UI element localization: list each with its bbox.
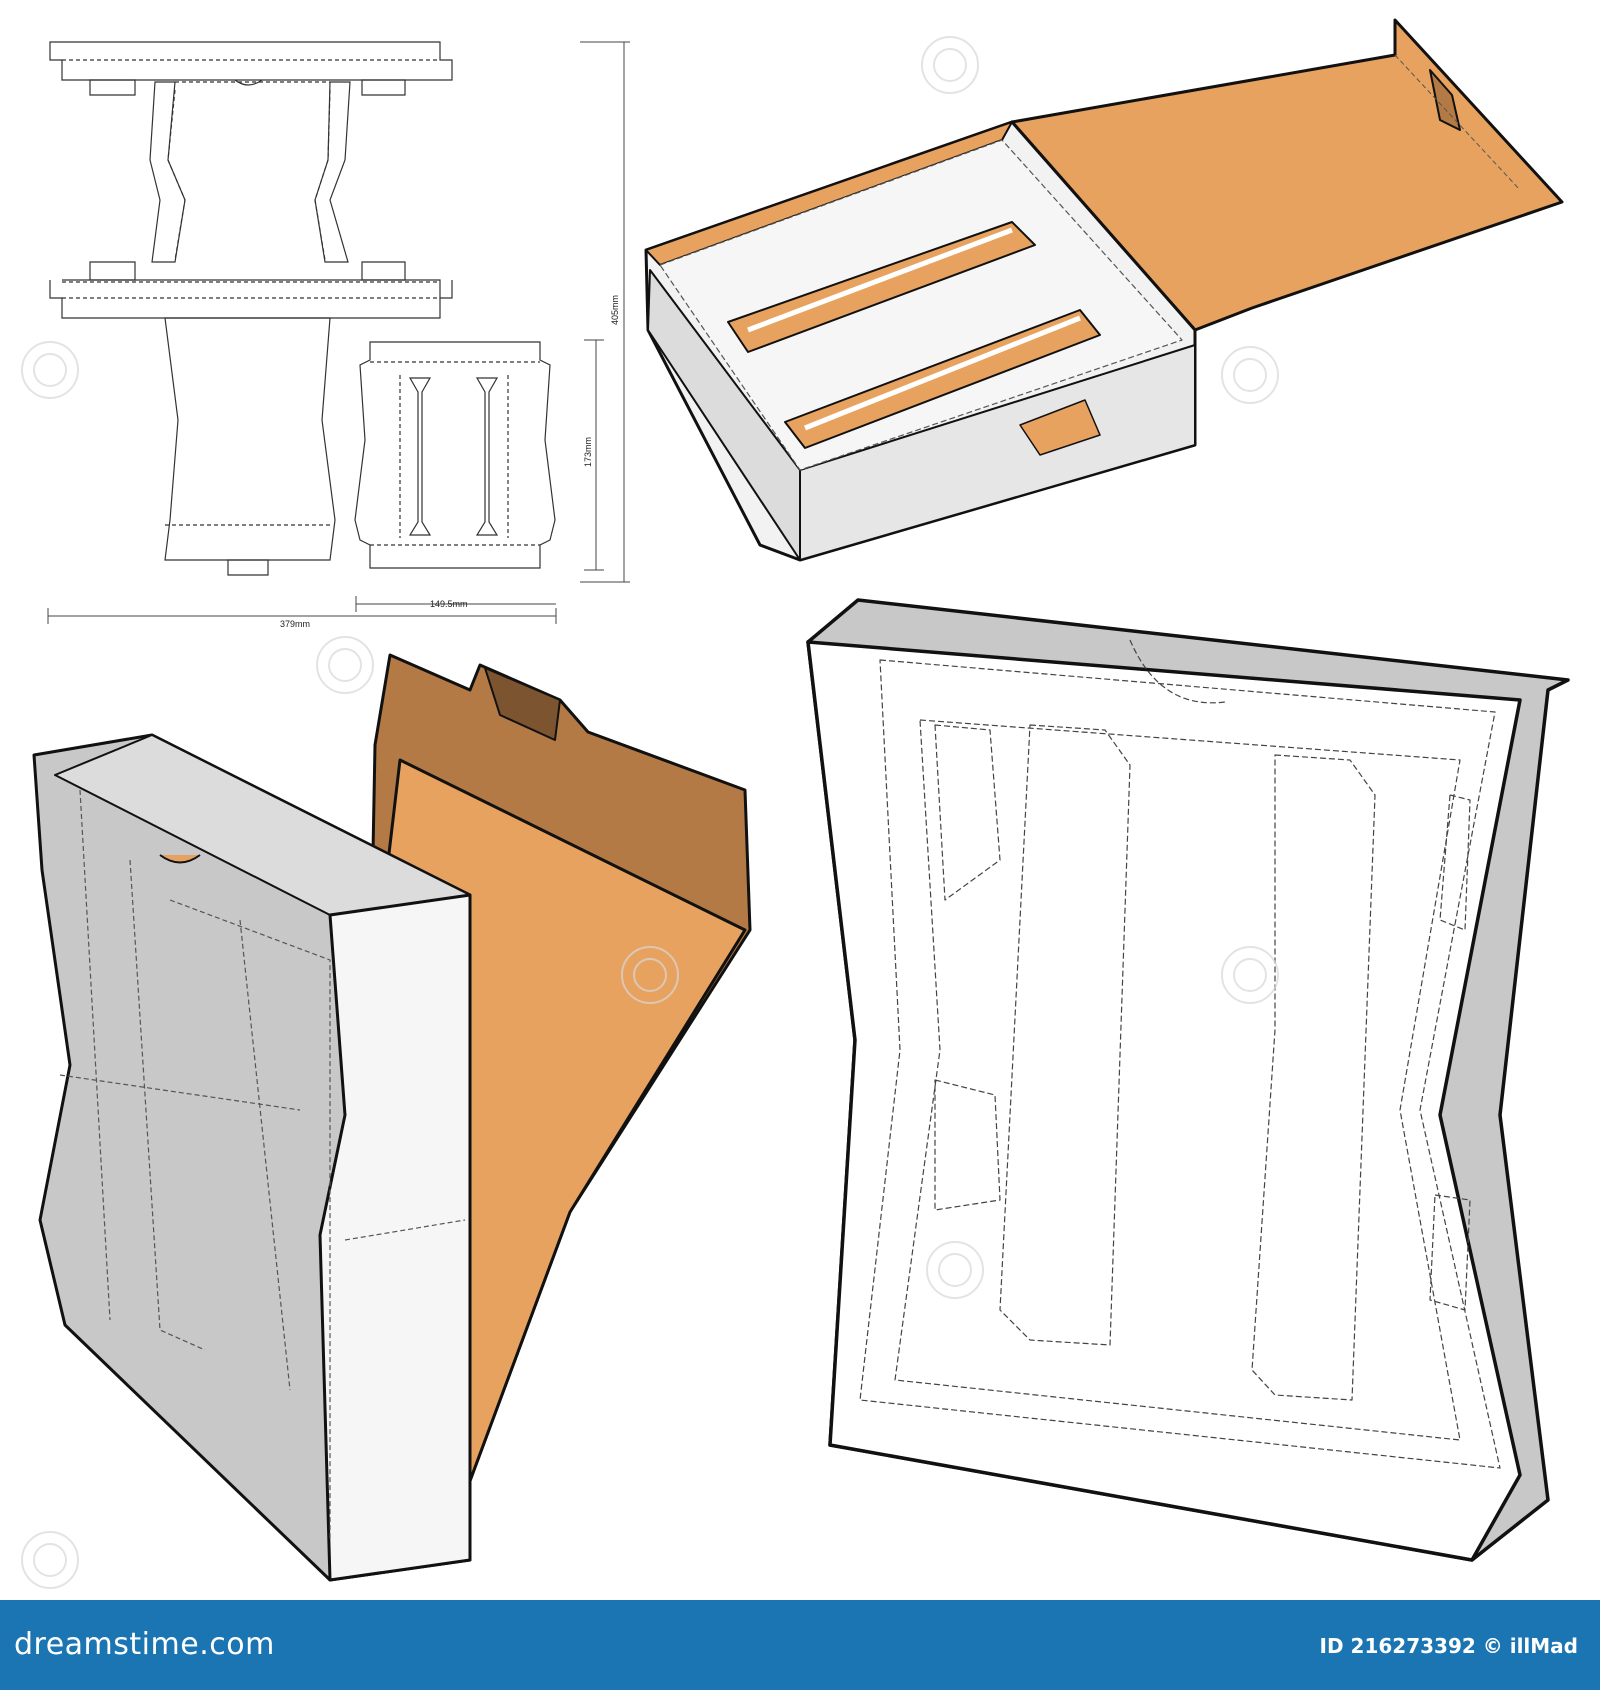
tray-slot-outline-1 [999,724,1131,1346]
dieline-top-flap [49,41,453,81]
watermark-footer-bar [0,1600,1600,1690]
standing-box-view [32,653,752,1582]
dimension-width-insert: 149.5mm [430,599,468,609]
dieline-lower-body [164,317,336,561]
dimension-height-insert: 173mm [583,436,594,468]
tray-slot-2 [784,309,1101,449]
watermark-swirls [21,36,1279,1589]
dimension-lines [47,41,630,624]
dieline-slot-2 [475,377,499,536]
packaging-illustration [21,18,1570,1589]
dieline-mid-tabs [89,261,406,281]
image-credit: ID 216273392 © illMad [1319,1634,1578,1658]
dieline-left-side [149,81,186,263]
dieline-top-tabs [89,79,406,96]
box-front-white [318,893,472,1582]
open-box-view [644,18,1564,562]
dieline-slot-1 [408,377,432,536]
dieline-insert [354,341,556,569]
tray-slot-1 [727,221,1036,353]
dimension-width-total: 379mm [280,619,311,629]
tray-slot-outline-2 [1251,754,1376,1401]
tray-surface [806,640,1522,1562]
dimension-height-total: 405mm [610,294,621,326]
tray-top-view [806,598,1570,1562]
brand-logo-text: dreamstime.com [14,1627,275,1662]
dieline-drawing [49,41,556,576]
